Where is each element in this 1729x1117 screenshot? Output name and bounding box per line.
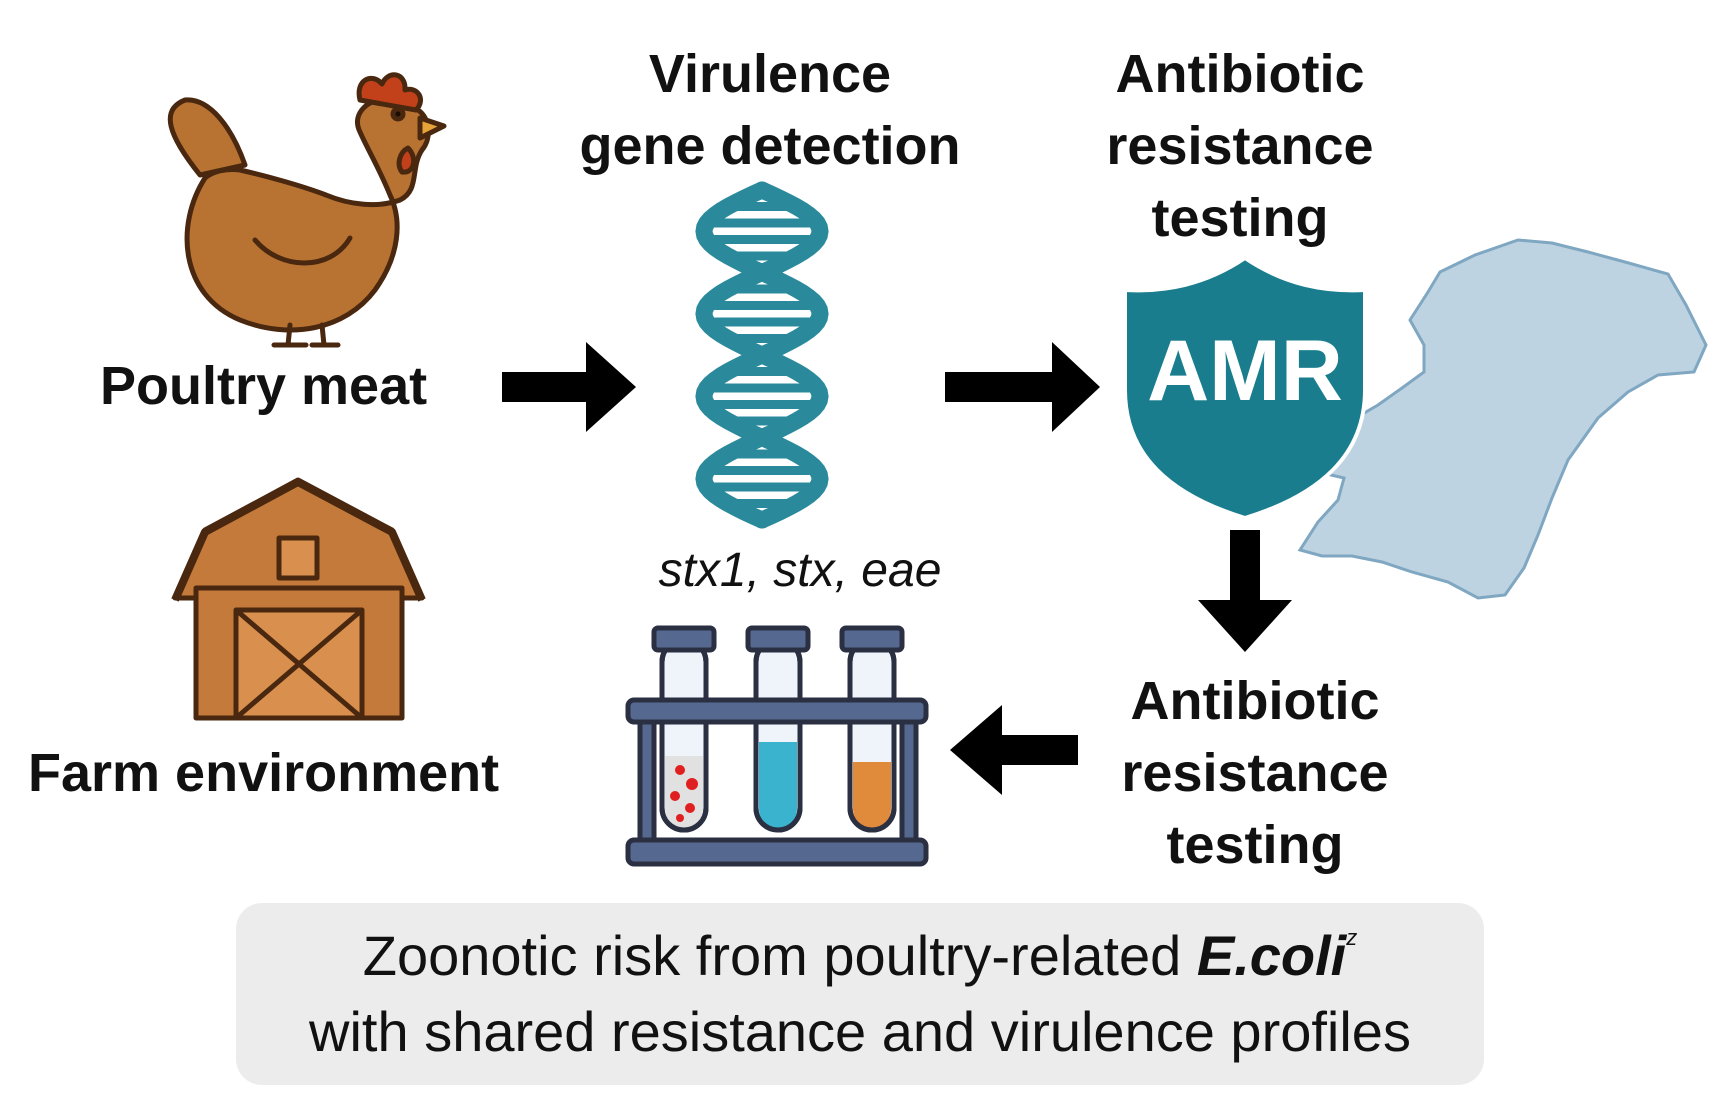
summary-line-2: with shared resistance and virulence pro…	[309, 1000, 1411, 1063]
arrow-testing-to-tubes	[950, 705, 1078, 795]
label-poultry-meat: Poultry meat	[100, 356, 428, 416]
resistance-bottom-line-1: Antibiotic	[1130, 671, 1380, 731]
label-antibiotic-resistance-top: Antibiotic resistance testing	[1075, 38, 1405, 254]
summary-box: Zoonotic risk from poultry-related E.col…	[236, 903, 1484, 1085]
resistance-top-line-3: testing	[1151, 188, 1329, 248]
arrow-amr-down	[1198, 530, 1292, 652]
resistance-bottom-line-2: resistance	[1121, 743, 1389, 803]
summary-prefix: Zoonotic risk from poultry-related	[362, 924, 1197, 987]
label-antibiotic-resistance-bottom: Antibiotic resistance testing	[1090, 665, 1420, 881]
label-virulence-gene-detection: Virulence gene detection	[540, 38, 1000, 182]
virulence-line-1: Virulence	[648, 44, 892, 104]
resistance-top-line-2: resistance	[1106, 116, 1374, 176]
virulence-line-2: gene detection	[579, 116, 961, 176]
label-virulence-genes: stx1, stx, eae	[658, 544, 942, 597]
shield-text: AMR	[1147, 323, 1343, 419]
summary-organism: E.coli	[1196, 924, 1347, 987]
resistance-top-line-1: Antibiotic	[1115, 44, 1365, 104]
summary-line-1: Zoonotic risk from poultry-related E.col…	[236, 923, 1484, 988]
resistance-bottom-line-3: testing	[1166, 815, 1344, 875]
arrow-poultry-to-genes	[502, 342, 636, 432]
hen-icon	[167, 72, 447, 348]
test-tube-rack-icon	[625, 625, 929, 867]
label-farm-environment: Farm environment	[28, 743, 500, 803]
pakistan-map-icon	[1293, 238, 1708, 600]
summary-superscript: z	[1346, 925, 1358, 950]
barn-icon	[171, 477, 426, 721]
dna-helix-icon	[695, 181, 829, 529]
arrow-genes-to-amr	[945, 342, 1100, 432]
amr-shield-icon: AMR	[1123, 255, 1367, 521]
